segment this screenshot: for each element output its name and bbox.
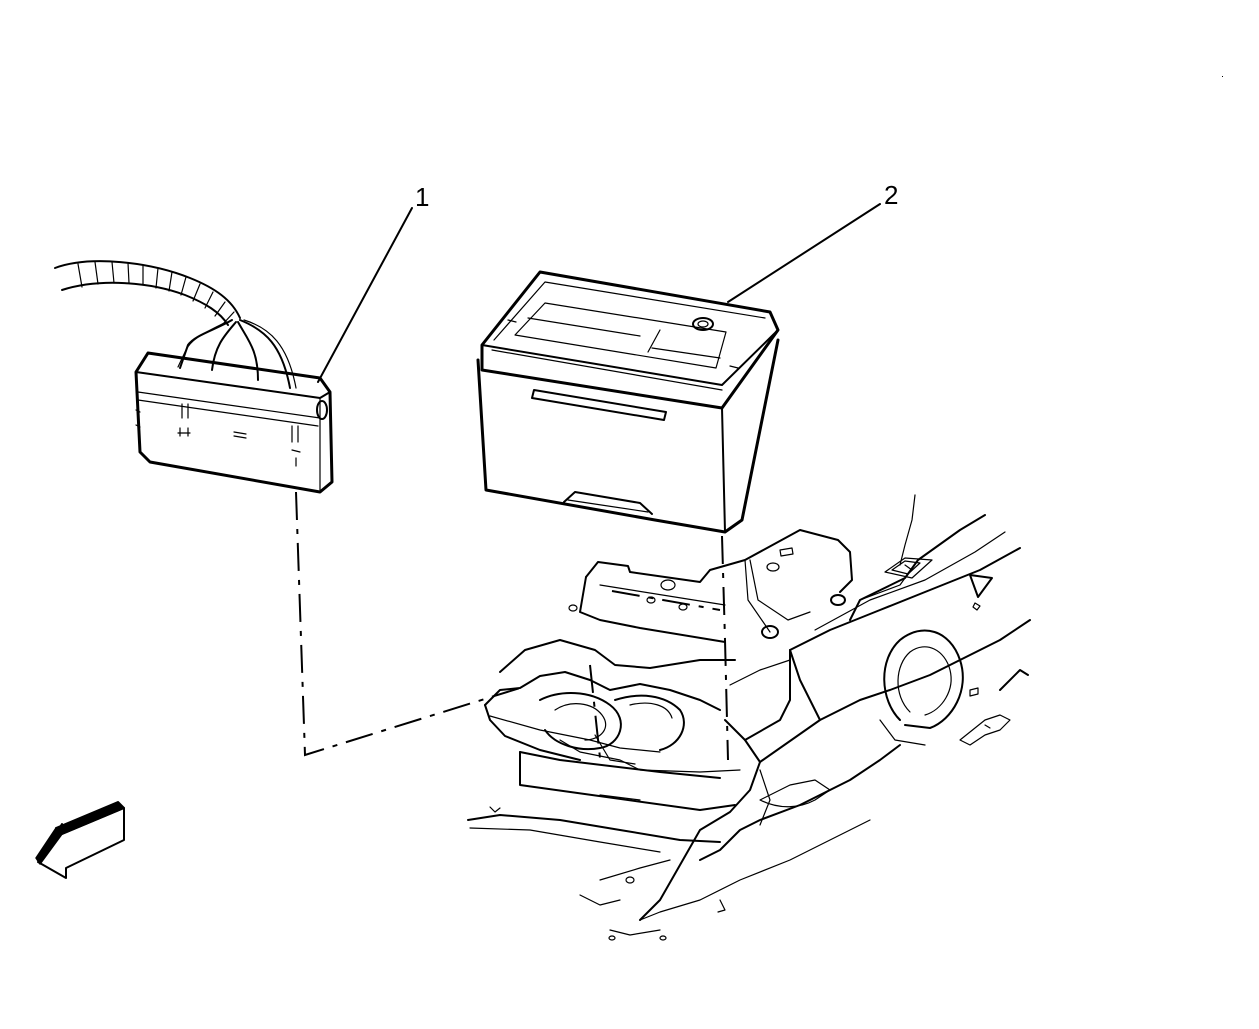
fuse-block-with-harness bbox=[54, 260, 334, 494]
callout-2-label: 2 bbox=[884, 180, 898, 210]
callout-1-label: 1 bbox=[415, 182, 429, 212]
battery-tray-and-body-structure bbox=[467, 494, 1031, 941]
speck bbox=[1222, 76, 1223, 77]
battery bbox=[476, 270, 780, 534]
front-direction-arrow-icon bbox=[35, 801, 125, 879]
leader-lines bbox=[317, 203, 881, 383]
alignment-lines bbox=[295, 491, 729, 761]
